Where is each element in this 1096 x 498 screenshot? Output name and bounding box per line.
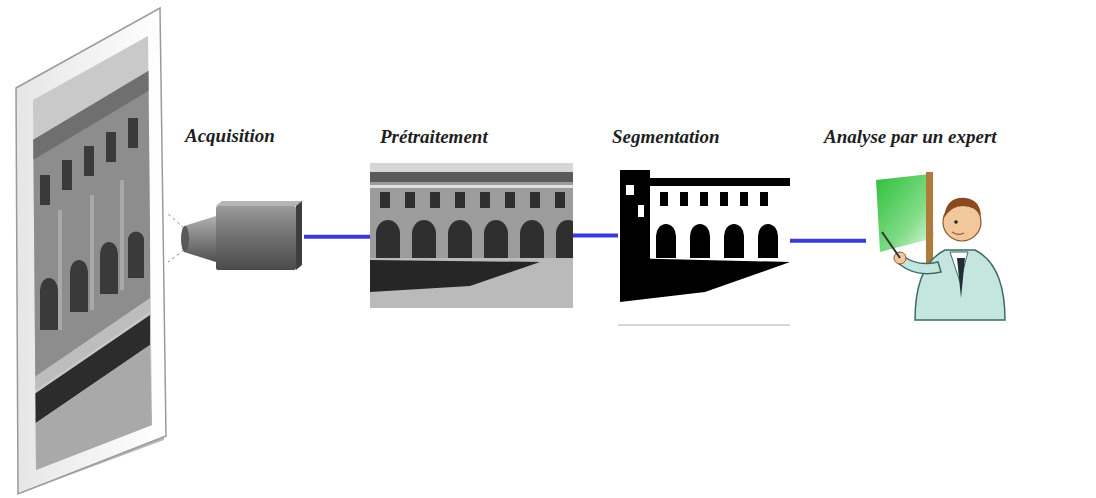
camera-icon [168, 201, 302, 270]
segmentation-stage: Segmentation [618, 163, 790, 308]
preprocessed-photo [370, 163, 573, 308]
connector-line [573, 235, 618, 236]
expert-figure [876, 172, 1005, 320]
stage-heading: Acquisition [185, 124, 275, 148]
stage-heading: Prétraitement [380, 125, 488, 149]
segmented-image [618, 163, 790, 325]
camera-stage: Acquisition [180, 200, 304, 276]
stage-heading: Segmentation [612, 125, 720, 149]
expert-stage: Analyse par un expert [866, 170, 1008, 322]
photo-frame [16, 8, 166, 494]
connector-line [304, 236, 370, 237]
connector-line [790, 240, 866, 241]
preprocessing-stage: Prétraitement [370, 163, 573, 308]
stage-heading: Analyse par un expert [824, 125, 997, 149]
